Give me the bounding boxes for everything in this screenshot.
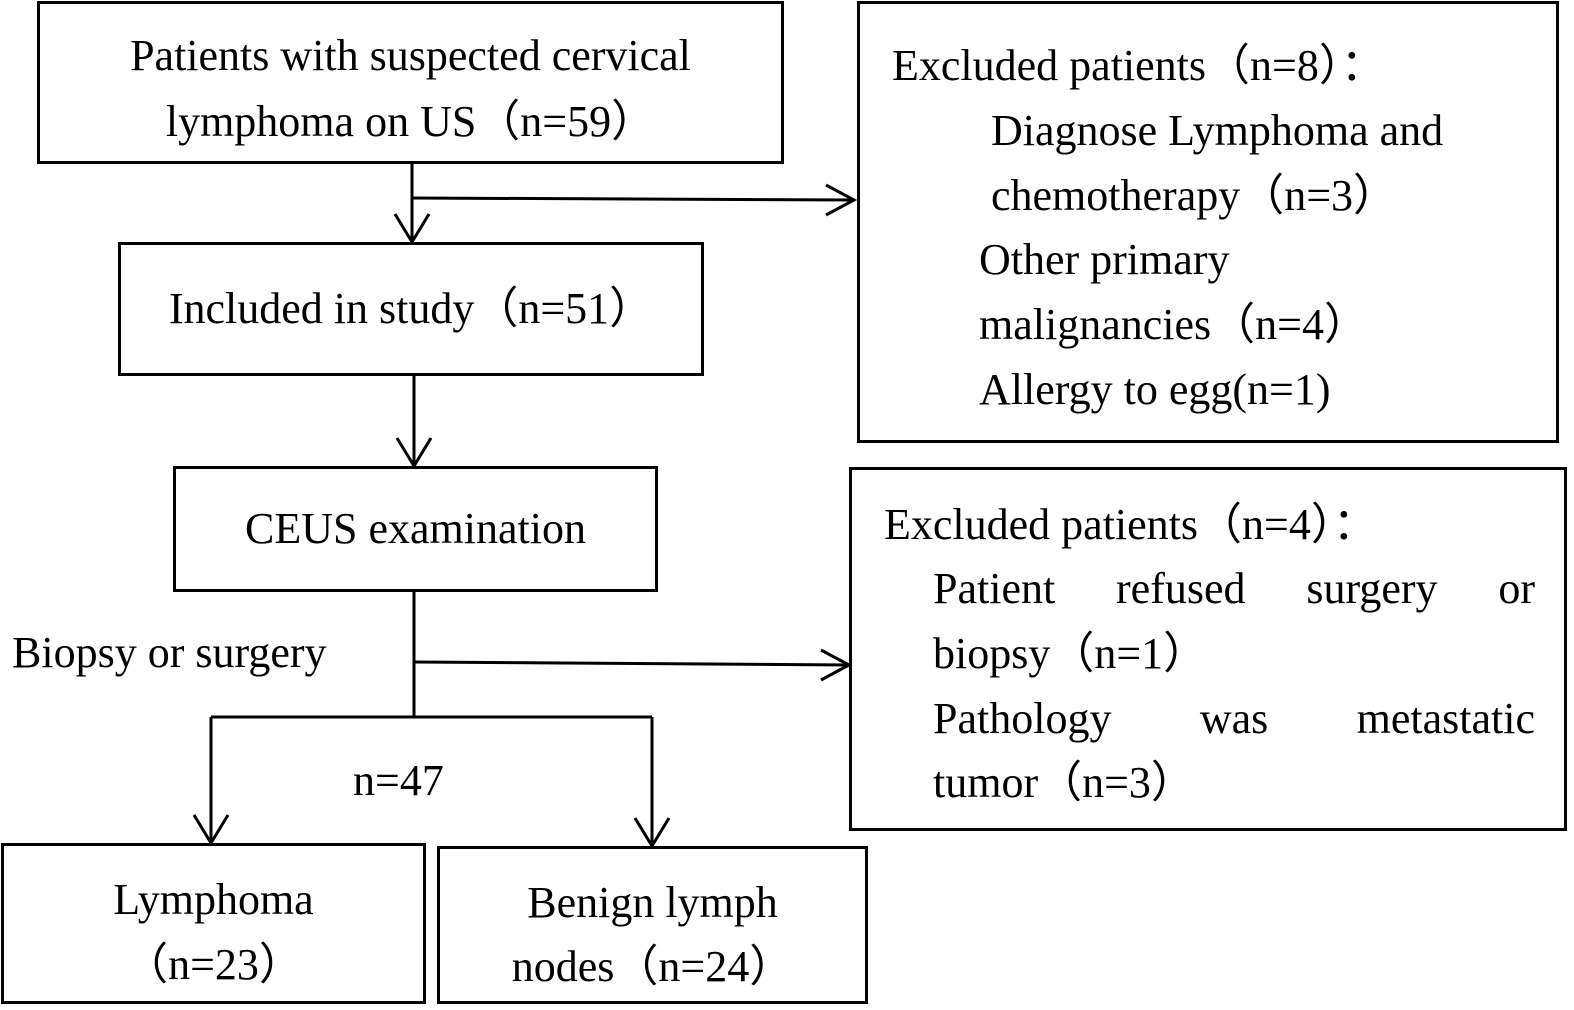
excluded-first-box: Excluded patients（n=8）： Diagnose Lymphom… [857,1,1559,443]
excluded-first-line-2: chemotherapy（n=3） [991,171,1398,220]
screening-line-2: lymphoma on US（n=59） [165,97,656,146]
excluded-second-line-2: biopsy（n=1） [933,629,1208,678]
screening-box: Patients with suspected cervical lymphom… [37,1,784,164]
screening-line-1: Patients with suspected cervical [130,31,691,80]
arrow-to-excluded-first [411,196,855,202]
excluded-first-line-3: Other primary [979,235,1230,284]
excluded-second-line-3: Pathology was metastatic [933,694,1535,743]
arrow-to-excluded-second [413,660,850,667]
excluded-first-heading: Excluded patients（n=8）： [892,41,1385,90]
excluded-first-line-5: Allergy to egg(n=1) [979,365,1331,414]
ceus-box: CEUS examination [173,466,658,592]
included-label: Included in study（n=51） [168,284,654,333]
benign-line-1: Benign lymph [527,878,778,927]
benign-box: Benign lymph nodes（n=24） [437,846,868,1004]
excluded-first-line-1: Diagnose Lymphoma and [991,106,1444,155]
benign-line-2: nodes（n=24） [511,942,794,991]
branch-label: Biopsy or surgery [12,628,327,677]
lymphoma-box: Lymphoma （n=23） [1,843,426,1004]
split-count-label: n=47 [353,756,444,805]
arrowhead-excluded-first [825,183,858,217]
included-box: Included in study（n=51） [118,242,704,376]
excluded-second-heading: Excluded patients（n=4）： [884,500,1377,549]
lymphoma-line-2: （n=23） [124,940,303,989]
excluded-second-box: Excluded patients（n=4）： Patient refused … [849,467,1567,831]
excluded-first-line-4: malignancies（n=4） [979,300,1368,349]
lymphoma-line-1: Lymphoma [113,875,314,924]
excluded-second-line-1: Patient refused surgery or [933,564,1535,613]
excluded-second-line-4: tumor（n=3） [933,758,1195,807]
ceus-label: CEUS examination [245,504,586,553]
